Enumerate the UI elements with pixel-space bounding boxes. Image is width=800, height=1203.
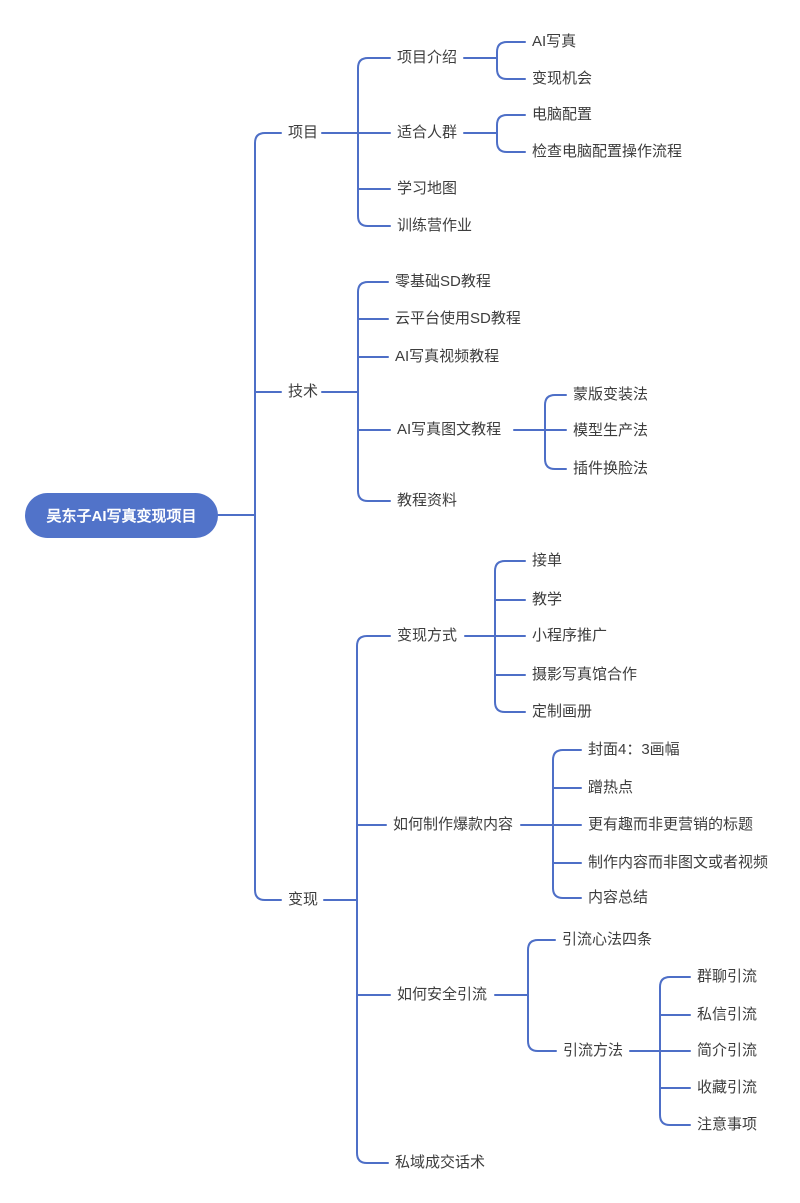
node-monetization-methods[interactable]: 变现方式 — [397, 627, 458, 644]
connector-project — [321, 57, 391, 227]
root-node[interactable]: 吴东子AI写真变现项目 — [25, 493, 218, 538]
node-content-over-format[interactable]: 制作内容而非图文或者视频 — [588, 854, 769, 871]
connector-traffic-methods — [629, 976, 691, 1126]
connector-target-audience — [463, 114, 526, 153]
node-content-summary[interactable]: 内容总结 — [588, 889, 649, 906]
node-custom-album[interactable]: 定制画册 — [532, 703, 593, 720]
node-ai-portrait-video-tutorial[interactable]: AI写真视频教程 — [395, 348, 500, 365]
connector-safe-traffic — [494, 939, 557, 1052]
node-monetization-opportunity[interactable]: 变现机会 — [532, 70, 593, 87]
connector-ai-portrait-text-tutorial — [513, 394, 567, 470]
connector-root — [217, 132, 282, 901]
node-traffic-methods[interactable]: 引流方法 — [563, 1042, 624, 1059]
node-sd-basics-tutorial[interactable]: 零基础SD教程 — [395, 273, 491, 290]
node-project-intro[interactable]: 项目介绍 — [397, 49, 458, 66]
node-photo-studio-partnership[interactable]: 摄影写真馆合作 — [532, 666, 638, 683]
node-monetization[interactable]: 变现 — [288, 891, 319, 908]
node-miniprogram-promotion[interactable]: 小程序推广 — [532, 627, 608, 644]
node-group-chat-traffic[interactable]: 群聊引流 — [697, 968, 758, 985]
node-mask-outfit-method[interactable]: 蒙版变装法 — [573, 386, 649, 403]
node-fun-titles[interactable]: 更有趣而非更营销的标题 — [588, 816, 754, 833]
root-node-label: 吴东子AI写真变现项目 — [46, 508, 197, 525]
node-traffic-principles[interactable]: 引流心法四条 — [562, 931, 653, 948]
connector-monetization-methods — [464, 560, 526, 713]
node-take-orders[interactable]: 接单 — [532, 552, 563, 569]
node-computer-specs[interactable]: 电脑配置 — [532, 106, 593, 123]
node-ai-portrait[interactable]: AI写真 — [532, 33, 577, 50]
node-project[interactable]: 项目 — [288, 124, 319, 141]
node-bootcamp-homework[interactable]: 训练营作业 — [397, 217, 473, 234]
node-private-domain-scripts[interactable]: 私域成交话术 — [395, 1154, 486, 1171]
node-model-production-method[interactable]: 模型生产法 — [573, 422, 649, 439]
connector-viral-content — [520, 749, 582, 899]
node-check-computer-specs[interactable]: 检查电脑配置操作流程 — [532, 143, 683, 160]
node-learning-map[interactable]: 学习地图 — [397, 180, 458, 197]
node-ai-portrait-text-tutorial[interactable]: AI写真图文教程 — [397, 421, 502, 438]
node-bio-traffic[interactable]: 简介引流 — [697, 1042, 758, 1059]
node-safe-traffic[interactable]: 如何安全引流 — [397, 986, 488, 1003]
node-tutorial-materials[interactable]: 教程资料 — [397, 492, 458, 509]
node-trending-topics[interactable]: 蹭热点 — [588, 779, 634, 796]
connector-monetization — [323, 635, 391, 1164]
node-teaching[interactable]: 教学 — [532, 591, 563, 608]
node-target-audience[interactable]: 适合人群 — [397, 124, 458, 141]
node-technology[interactable]: 技术 — [288, 383, 319, 400]
node-cloud-sd-tutorial[interactable]: 云平台使用SD教程 — [395, 310, 521, 327]
connector-project-intro — [463, 41, 526, 80]
node-cover-ratio[interactable]: 封面4：3画幅 — [588, 741, 680, 758]
node-precautions[interactable]: 注意事项 — [697, 1116, 758, 1133]
node-favorites-traffic[interactable]: 收藏引流 — [697, 1079, 758, 1096]
node-viral-content[interactable]: 如何制作爆款内容 — [393, 816, 514, 833]
node-dm-traffic[interactable]: 私信引流 — [697, 1006, 758, 1023]
connector-technology — [321, 281, 391, 502]
node-plugin-faceswap-method[interactable]: 插件换脸法 — [573, 460, 649, 477]
